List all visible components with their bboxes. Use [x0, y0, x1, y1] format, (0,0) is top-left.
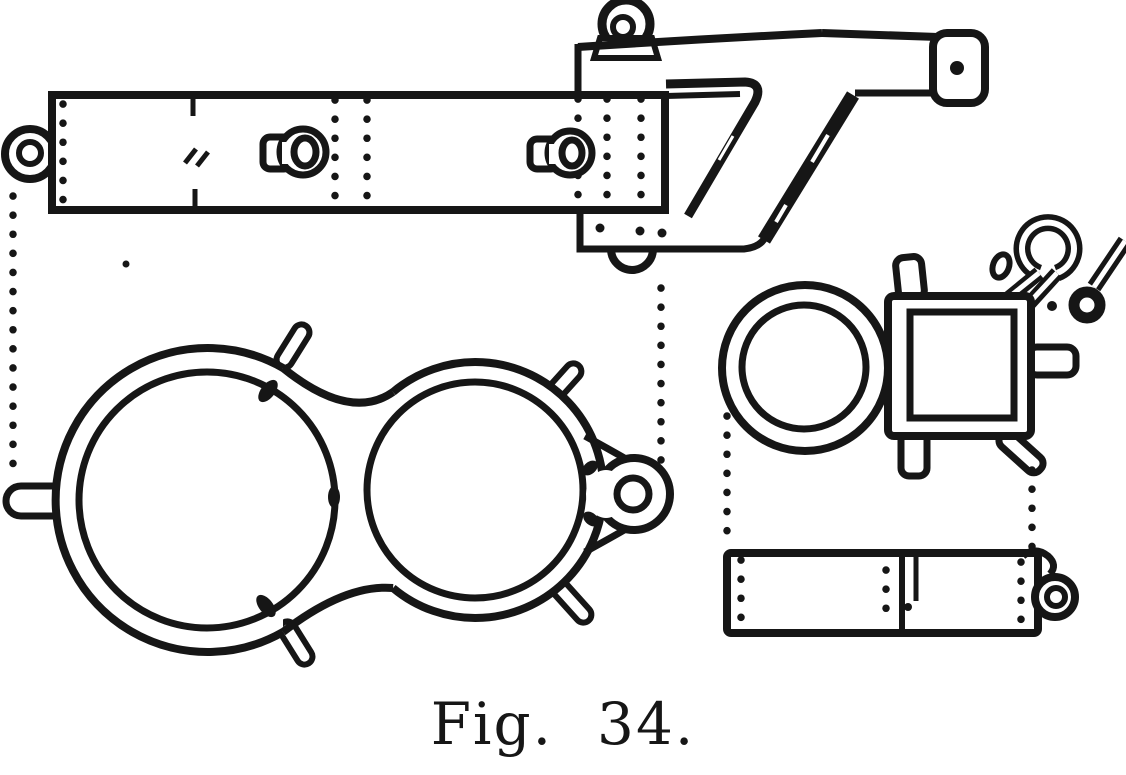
fitting-square-hole	[906, 308, 1018, 422]
clamp-left-ring-hole	[75, 368, 339, 632]
fitting-right-tab	[1024, 343, 1080, 379]
strap-bar-end-eyelet	[1020, 547, 1079, 621]
beam-assembly	[1, 0, 989, 480]
beam-left-eyelet-hole	[16, 139, 44, 167]
strap-bar-body	[723, 549, 1042, 637]
figure-caption-number: 34.	[597, 690, 696, 758]
clevis-strap	[576, 212, 774, 274]
double-ring-clamp	[2, 321, 674, 668]
clamp-bolt-marks	[256, 379, 599, 618]
fitting-ring-hole	[738, 301, 870, 433]
beam-keyhole-eyelet-2	[526, 127, 596, 179]
clamp-right-ring-hole	[363, 378, 587, 602]
beam-break-mark	[183, 97, 210, 208]
shaft-end-cap	[929, 29, 989, 107]
toggle-pin-icon	[1047, 236, 1126, 324]
beam-keyhole-eyelet-1	[259, 125, 330, 179]
figure-caption-word: Fig.	[430, 690, 554, 758]
strap-bar-hidden-edges	[737, 556, 1025, 630]
ring-socket-fitting	[718, 214, 1126, 480]
bracket-arm	[574, 29, 939, 244]
clamp-waist-top	[280, 364, 396, 407]
clamp-waist-bottom	[280, 583, 394, 636]
clevis-pin-ring	[607, 248, 657, 274]
figure-caption: Fig. 34.	[0, 690, 1126, 758]
ink-fleck	[122, 260, 130, 268]
strap-bar	[723, 412, 1079, 637]
clamp-right-eyelet	[583, 432, 674, 556]
